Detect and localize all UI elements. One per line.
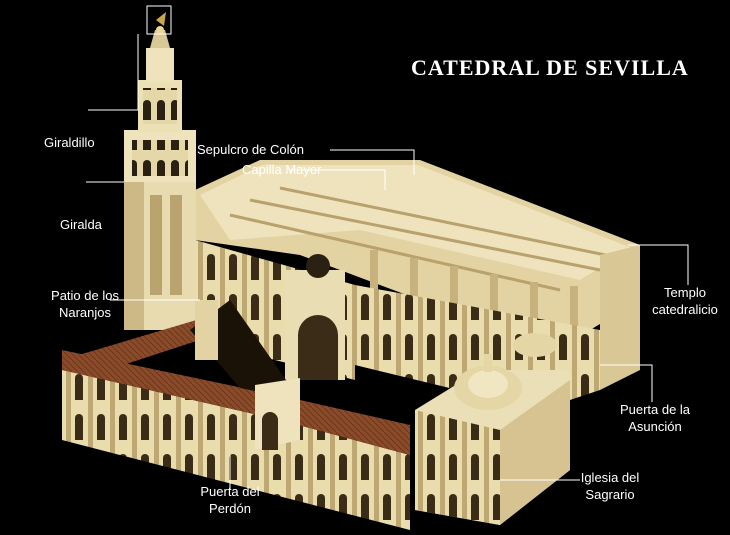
leader-lines	[86, 5, 689, 490]
diagram-title: CATEDRAL DE SEVILLA	[411, 55, 689, 80]
label-templo-line-1: Templo	[664, 285, 706, 300]
giralda-tower	[124, 12, 196, 330]
label-puerta-del-perdon: Puerta del Perdón	[180, 483, 280, 517]
label-patio-line-1: Patio de los	[51, 288, 119, 303]
label-capilla-mayor: Capilla Mayor	[242, 162, 322, 177]
label-sagrario-line-2: Sagrario	[585, 487, 635, 502]
patio-walls	[62, 300, 410, 530]
label-sagrario-line-1: Iglesia del	[580, 470, 640, 485]
label-iglesia-del-sagrario: Iglesia del Sagrario	[560, 469, 660, 503]
label-patio-de-los-naranjos: Patio de los Naranjos	[30, 287, 140, 321]
label-puerta-de-la-asuncion: Puerta de la Asunción	[605, 401, 705, 435]
label-patio-line-2: Naranjos	[58, 305, 112, 320]
label-templo-line-2: catedralicio	[652, 302, 718, 317]
label-giraldillo: Giraldillo	[44, 135, 95, 150]
label-templo-catedralicio: Templo catedralicio	[640, 284, 730, 318]
cathedral-body	[195, 160, 640, 410]
label-giralda: Giralda	[60, 217, 102, 232]
label-sepulcro-de-colon: Sepulcro de Colón	[197, 142, 304, 157]
label-perdon-line-1: Puerta del	[200, 484, 260, 499]
label-perdon-line-2: Perdón	[209, 501, 251, 516]
label-asuncion-line-1: Puerta de la	[619, 402, 691, 417]
sagrario-church	[415, 333, 570, 525]
label-asuncion-line-2: Asunción	[628, 419, 682, 434]
